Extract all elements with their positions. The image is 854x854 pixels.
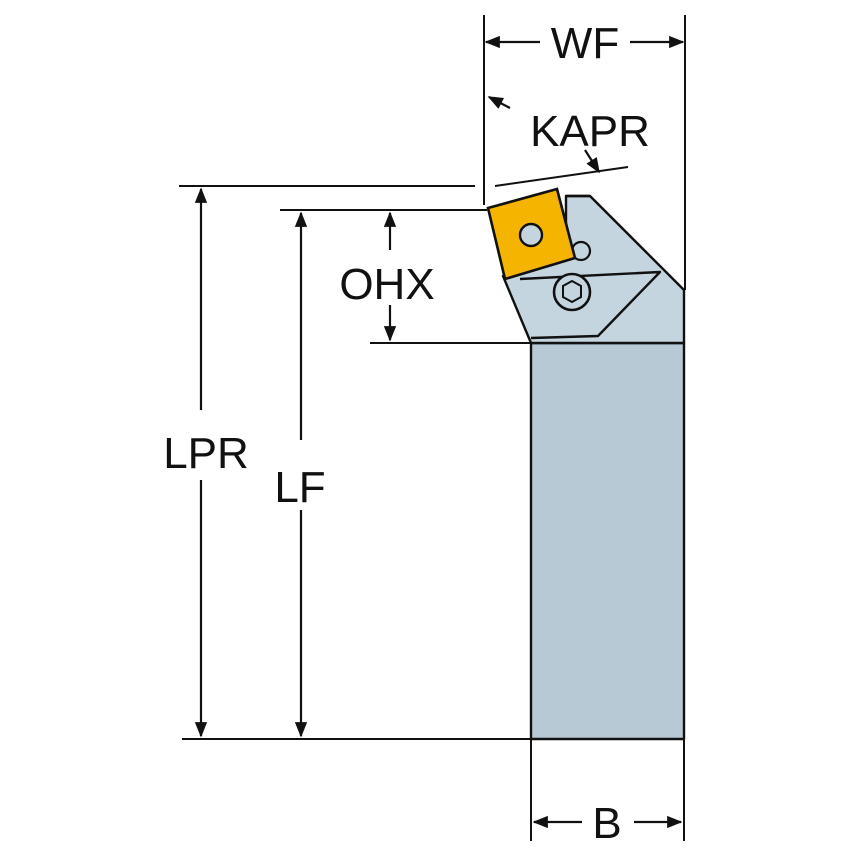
b-label: B xyxy=(592,799,621,848)
clamp-screw-hex-icon xyxy=(562,279,582,304)
kapr-label: KAPR xyxy=(530,107,650,156)
kapr-reference-line xyxy=(494,166,629,187)
insert-hole xyxy=(518,222,544,248)
clamp-screw xyxy=(552,272,592,312)
ohx-label: OHX xyxy=(339,260,434,309)
wf-label: WF xyxy=(551,19,619,68)
kapr-arrow-upper xyxy=(487,96,511,109)
kapr-arrow-lower xyxy=(584,149,600,174)
shank-body xyxy=(529,341,686,741)
head-facet-line xyxy=(519,270,662,340)
lf-label: LF xyxy=(274,463,325,512)
lpr-label: LPR xyxy=(163,429,249,478)
